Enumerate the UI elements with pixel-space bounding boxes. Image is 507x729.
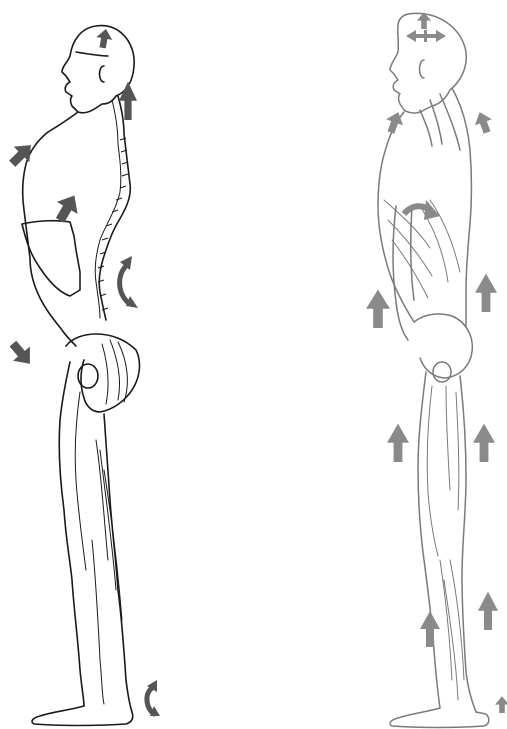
- skull-widen-arrow-icon: [406, 30, 446, 42]
- right-leg-back: [460, 376, 476, 712]
- right-hip-joint: [433, 362, 451, 382]
- front-thigh-up-arrow-icon: [387, 424, 409, 462]
- left-foot: [32, 706, 133, 726]
- left-leg-back: [104, 414, 132, 712]
- right-thigh-muscles: [427, 386, 459, 556]
- left-curved-arrows: [120, 266, 154, 714]
- back-calf-up-arrow-icon: [478, 592, 498, 630]
- lumbar-rotate-arrow-icon: [120, 266, 130, 304]
- left-ear: [100, 66, 105, 82]
- right-head-outline: [390, 13, 466, 113]
- left-pelvis-ridges: [102, 340, 127, 404]
- right-foot: [390, 708, 489, 728]
- belly-down-right-arrow-icon: [5, 337, 39, 371]
- left-shin: [92, 540, 104, 704]
- chest-up-right-arrow-icon: [4, 137, 38, 171]
- left-leg-inner: [75, 392, 86, 570]
- right-calf-muscles: [440, 560, 464, 700]
- left-leg-front: [59, 362, 84, 706]
- front-shin-up-arrow-icon: [420, 611, 440, 647]
- left-headband: [76, 52, 108, 56]
- right-ear: [420, 60, 425, 78]
- right-arm: [393, 206, 414, 340]
- right-back-line: [452, 88, 472, 326]
- upper-back-up-arrow-icon: [471, 109, 495, 135]
- heel-up-arrow-icon: [495, 696, 507, 713]
- right-torso-front: [378, 112, 414, 322]
- back-hip-up-arrow-icon: [475, 274, 497, 312]
- left-torso-front: [23, 112, 78, 346]
- head-up-arrow-icon: [95, 28, 114, 50]
- front-hip-up-arrow-icon: [366, 290, 390, 328]
- back-thigh-up-arrow-icon: [473, 424, 495, 462]
- right-pelvis: [414, 314, 472, 378]
- left-vertebrae: [98, 138, 128, 310]
- left-figure: [22, 26, 139, 726]
